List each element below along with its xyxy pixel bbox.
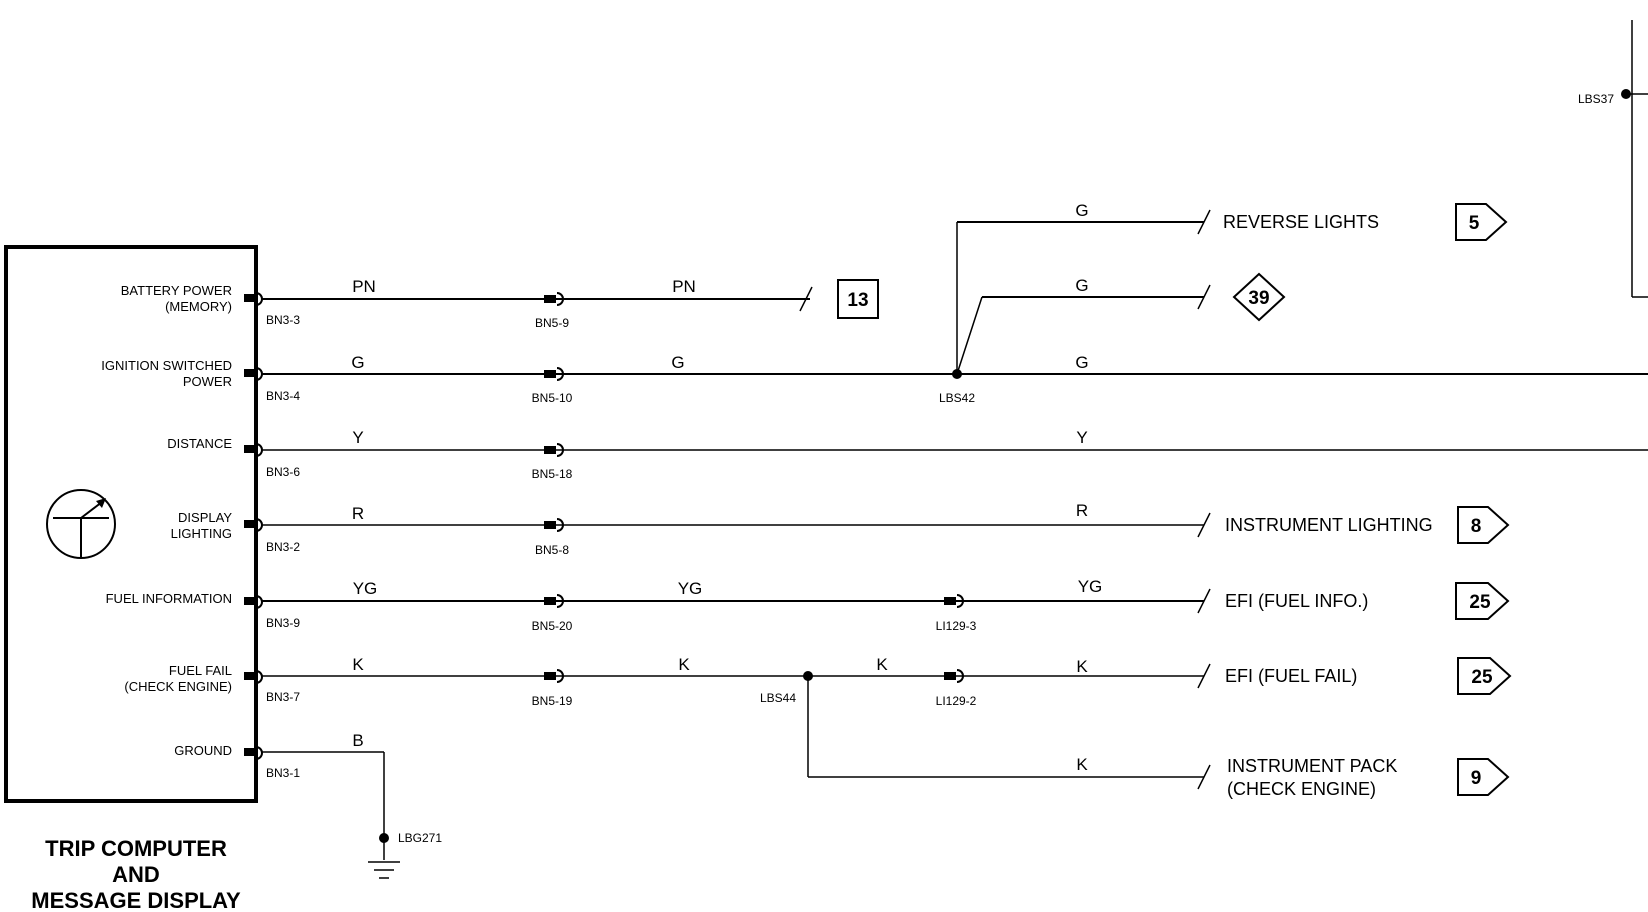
- splice-dot-lbs44: [803, 671, 813, 681]
- component-title-line3: MESSAGE DISPLAY: [31, 888, 241, 912]
- pin-label-fuel-fail-2: (CHECK ENGINE): [124, 679, 232, 694]
- pin-id-bn3-3: BN3-3: [266, 313, 300, 327]
- pin-label-ignition-1: IGNITION SWITCHED: [101, 358, 232, 373]
- page-ref-5: 5: [1469, 213, 1480, 234]
- gauge-icon: [46, 489, 116, 559]
- dest-efi-fuel-info: EFI (FUEL INFO.): [1225, 591, 1368, 611]
- wires: [262, 20, 1648, 838]
- wire-color-lighting-2: R: [1076, 501, 1088, 520]
- conn-id-li129-3: LI129-3: [936, 619, 977, 633]
- pin-label-lighting-2: LIGHTING: [171, 526, 232, 541]
- dest-reverse-lights: REVERSE LIGHTS: [1223, 212, 1379, 232]
- page-ref-arrow-25b: [1457, 657, 1512, 695]
- ground-point-label: LBG271: [398, 831, 442, 845]
- wire-color-fuel-info-3: YG: [1078, 577, 1103, 596]
- wire-color-reverse: G: [1075, 201, 1088, 220]
- conn-id-bn5-20: BN5-20: [532, 619, 573, 633]
- pin-label-battery-1: BATTERY POWER: [121, 283, 232, 298]
- wire-color-fuel-fail-1: K: [352, 655, 364, 674]
- wire-color-ground: B: [352, 731, 363, 750]
- page-ref-25b: 25: [1471, 667, 1493, 688]
- splice-label-lbs37: LBS37: [1578, 92, 1614, 106]
- conn-id-bn5-18: BN5-18: [532, 467, 573, 481]
- page-ref-arrow-9: [1457, 758, 1510, 796]
- page-ref-box-13: [837, 279, 879, 319]
- dest-efi-fuel-fail: EFI (FUEL FAIL): [1225, 666, 1357, 686]
- conn-id-bn5-9: BN5-9: [535, 316, 569, 330]
- conn-id-bn5-10: BN5-10: [532, 391, 573, 405]
- wire-color-distance-1: Y: [352, 428, 363, 447]
- pin-label-distance: DISTANCE: [167, 436, 232, 451]
- dest-instrument-pack-1: INSTRUMENT PACK: [1227, 756, 1397, 776]
- pin-label-battery-2: (MEMORY): [165, 299, 232, 314]
- component-title-line2: AND: [112, 862, 160, 887]
- page-ref-25a: 25: [1469, 592, 1491, 613]
- wire-color-ignition-2: G: [671, 353, 684, 372]
- pin-label-fuel-fail-1: FUEL FAIL: [169, 663, 232, 678]
- pin-id-bn3-4: BN3-4: [266, 389, 300, 403]
- splice-dot-lbs37: [1621, 89, 1631, 99]
- wire-color-ignition-1: G: [351, 353, 364, 372]
- page-ref-8: 8: [1471, 516, 1482, 537]
- component-title-line1: TRIP COMPUTER: [45, 836, 227, 861]
- pin-id-bn3-1: BN3-1: [266, 766, 300, 780]
- wire-color-fuel-info-2: YG: [678, 579, 703, 598]
- pin-id-bn3-7: BN3-7: [266, 690, 300, 704]
- splice-dot-lbs42: [952, 369, 962, 379]
- dest-instrument-lighting: INSTRUMENT LIGHTING: [1225, 515, 1433, 535]
- pin-id-bn3-6: BN3-6: [266, 465, 300, 479]
- pin-label-ground: GROUND: [174, 743, 232, 758]
- conn-id-li129-2: LI129-2: [936, 694, 977, 708]
- splice-label-lbs44: LBS44: [760, 691, 796, 705]
- wire-color-distance-2: Y: [1076, 428, 1087, 447]
- pin-terminals: [244, 292, 263, 760]
- pin-id-bn3-2: BN3-2: [266, 540, 300, 554]
- page-ref-13: 13: [847, 290, 868, 311]
- pin-label-lighting-1: DISPLAY: [178, 510, 232, 525]
- wire-color-ref39: G: [1075, 276, 1088, 295]
- wire-color-fuel-fail-2: K: [678, 655, 690, 674]
- inline-connector-symbols: [544, 292, 964, 683]
- pin-label-fuel-info: FUEL INFORMATION: [106, 591, 232, 606]
- page-ref-diamond-39: [1232, 272, 1286, 322]
- page-ref-arrow-8: [1457, 506, 1510, 544]
- dest-instrument-pack-2: (CHECK ENGINE): [1227, 779, 1376, 799]
- pin-id-bn3-9: BN3-9: [266, 616, 300, 630]
- wire-color-instrument-pack: K: [1076, 755, 1088, 774]
- pin-label-ignition-2: POWER: [183, 374, 232, 389]
- wire-color-lighting-1: R: [352, 504, 364, 523]
- page-ref-arrow-5: [1455, 203, 1508, 241]
- wire-color-battery-2: PN: [672, 277, 696, 296]
- page-ref-arrow-25a: [1455, 582, 1510, 620]
- wire-color-fuel-fail-3: K: [876, 655, 888, 674]
- wire-color-fuel-fail-4: K: [1076, 657, 1088, 676]
- ground-icon: [368, 838, 400, 879]
- conn-id-bn5-8: BN5-8: [535, 543, 569, 557]
- wire-color-battery-1: PN: [352, 277, 376, 296]
- wire-color-fuel-info-1: YG: [353, 579, 378, 598]
- wire-color-ignition-3: G: [1075, 353, 1088, 372]
- page-ref-39: 39: [1248, 288, 1269, 309]
- conn-id-bn5-19: BN5-19: [532, 694, 573, 708]
- splice-label-lbs42: LBS42: [939, 391, 975, 405]
- page-ref-9: 9: [1471, 768, 1482, 789]
